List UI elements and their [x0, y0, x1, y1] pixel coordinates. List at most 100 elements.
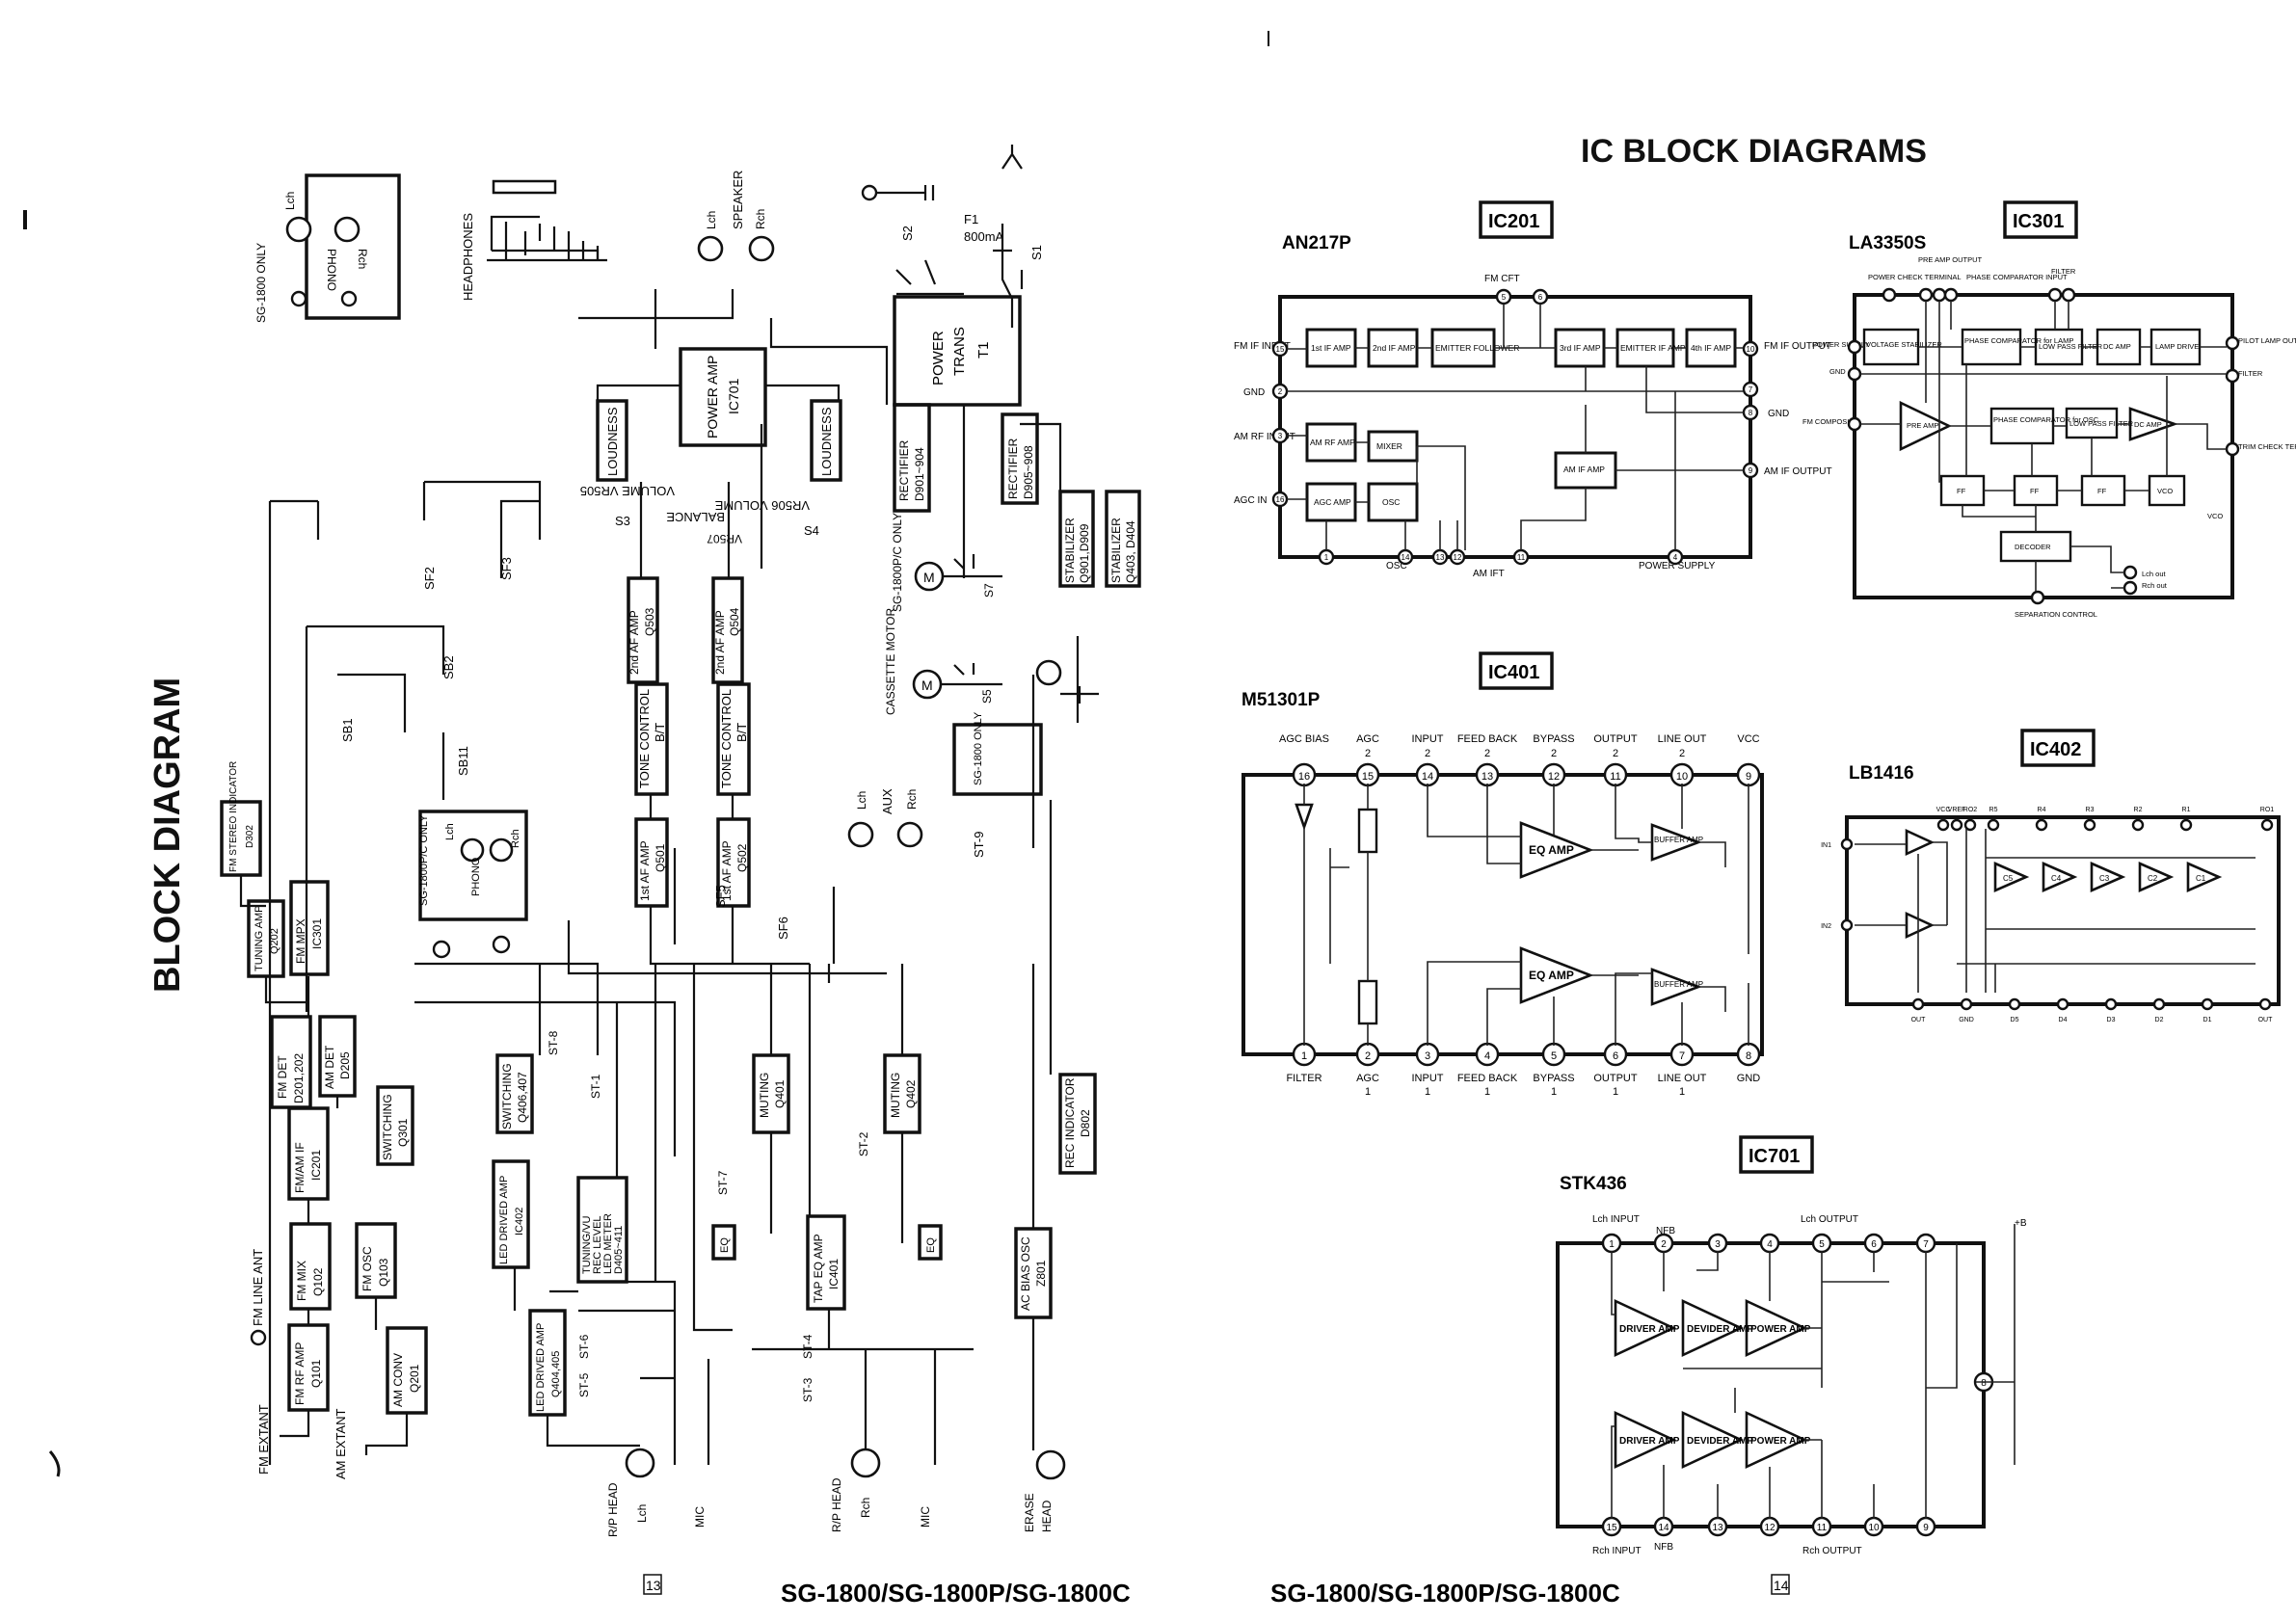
svg-text:OUTPUT: OUTPUT — [1593, 1073, 1638, 1084]
svg-text:REC INDICATOR: REC INDICATOR — [1063, 1077, 1077, 1168]
ic402-top-label: VREF — [1948, 807, 1966, 813]
svg-text:Q501: Q501 — [654, 843, 667, 872]
svg-text:10: 10 — [1747, 345, 1755, 354]
cassette-wheel — [1035, 659, 1062, 686]
svg-text:B/T: B/T — [653, 723, 667, 742]
svg-text:S4: S4 — [804, 523, 819, 538]
svg-text:C2: C2 — [2148, 874, 2158, 883]
svg-text:9: 9 — [1749, 466, 1753, 475]
ic402-bottom-label: D1 — [2203, 1017, 2212, 1023]
eq-l-block — [711, 1224, 736, 1261]
svg-text:TUNING/VU: TUNING/VU — [581, 1215, 593, 1274]
svg-text:6: 6 — [1613, 1050, 1618, 1062]
phono-box-sg1800pc: SG-1800P/C ONLY Lch PHONO Rch — [418, 810, 528, 959]
svg-text:11: 11 — [1517, 553, 1526, 562]
svg-text:FILTER: FILTER — [1286, 1073, 1322, 1084]
svg-text:SB1: SB1 — [340, 718, 355, 742]
svg-text:3: 3 — [1425, 1050, 1430, 1062]
svg-text:SF2: SF2 — [422, 567, 437, 590]
headphones-label: HEADPHONES — [461, 213, 475, 301]
svg-text:EQ AMP: EQ AMP — [1529, 843, 1574, 857]
svg-text:PRE AMP: PRE AMP — [1907, 421, 1938, 430]
svg-text:OSC: OSC — [1382, 497, 1400, 507]
ic402-bottom-label: GND — [1959, 1017, 1974, 1023]
svg-text:Q406,407: Q406,407 — [516, 1072, 529, 1123]
svg-text:RECTIFIER: RECTIFIER — [1006, 438, 1020, 499]
svg-text:2: 2 — [1365, 1050, 1371, 1062]
ic402-top-label: R1 — [2182, 807, 2191, 813]
svg-text:AGC AMP: AGC AMP — [1314, 497, 1351, 507]
svg-text:OUTPUT: OUTPUT — [1593, 733, 1638, 745]
ic402-comparator-C5: C5 — [1993, 862, 2030, 892]
mic-label-l: MIC — [693, 1506, 707, 1528]
svg-text:Q901,D909: Q901,D909 — [1078, 523, 1091, 583]
svg-text:2: 2 — [1278, 387, 1283, 396]
svg-text:2: 2 — [1365, 748, 1371, 759]
rp-head-r: R/P HEAD Rch — [830, 1448, 881, 1532]
led-drived-amp-1-block — [492, 1159, 530, 1269]
speaker-section: SPEAKER Lch Rch — [697, 171, 775, 262]
svg-text:T1: T1 — [975, 341, 992, 359]
switching-1-block — [376, 1085, 414, 1166]
svg-text:TRANS: TRANS — [951, 327, 968, 376]
svg-text:Z801: Z801 — [1034, 1260, 1048, 1287]
svg-text:GND: GND — [1737, 1073, 1761, 1084]
svg-text:2: 2 — [1551, 748, 1557, 759]
svg-text:ST-5: ST-5 — [577, 1372, 591, 1397]
svg-text:ST-7: ST-7 — [716, 1170, 730, 1195]
svg-text:POWER AMP: POWER AMP — [1750, 1324, 1811, 1335]
svg-text:AM IFT: AM IFT — [1473, 569, 1505, 579]
svg-text:Lch: Lch — [283, 192, 297, 210]
svg-text:D802: D802 — [1079, 1109, 1092, 1137]
motor-1: SG-1800P/C ONLY M S7 — [891, 513, 1002, 612]
phono-box-sg1800: SG-1800 ONLY Lch PHONO Rch — [254, 173, 401, 323]
svg-text:C4: C4 — [2051, 874, 2062, 883]
svg-text:FM DET: FM DET — [276, 1055, 289, 1099]
svg-text:Lch: Lch — [444, 823, 456, 840]
erase-head: ERASE HEAD — [1023, 1449, 1066, 1532]
svg-text:IC701: IC701 — [726, 378, 741, 414]
svg-text:POWER CHECK TERMINAL: POWER CHECK TERMINAL — [1868, 273, 1962, 281]
svg-text:LOUDNESS: LOUDNESS — [605, 407, 620, 476]
svg-text:2: 2 — [1613, 748, 1618, 759]
svg-text:AM RF INPUT: AM RF INPUT — [1234, 432, 1295, 442]
headphones-section: HEADPHONES — [461, 179, 607, 301]
ic402-top-label: VCC — [1936, 807, 1951, 813]
ic701-diagram: IC701 STK436 Lch INPUT NFB Lch OUTPUT +B… — [1556, 1135, 2027, 1556]
svg-text:VCO: VCO — [2157, 487, 2173, 495]
rectifier-1-block — [893, 403, 931, 513]
svg-text:11: 11 — [1817, 1523, 1828, 1533]
svg-text:PHONO: PHONO — [470, 857, 482, 896]
svg-text:Rch out: Rch out — [2142, 581, 2168, 590]
svg-text:12: 12 — [1548, 771, 1560, 783]
svg-text:PRE AMP OUTPUT: PRE AMP OUTPUT — [1918, 255, 1983, 264]
ic402-bottom-label: D4 — [2059, 1017, 2068, 1023]
loudness-l-block — [596, 399, 628, 482]
svg-text:LED DRIVED AMP: LED DRIVED AMP — [535, 1323, 547, 1412]
svg-text:Lch INPUT: Lch INPUT — [1592, 1214, 1640, 1225]
svg-text:Rch: Rch — [905, 789, 919, 810]
svg-text:13: 13 — [1436, 553, 1445, 562]
svg-text:SPEAKER: SPEAKER — [731, 171, 745, 229]
svg-text:9: 9 — [1923, 1523, 1929, 1533]
ic401-tag: IC401 — [1488, 662, 1539, 683]
svg-text:DEVIDER AMP: DEVIDER AMP — [1687, 1436, 1753, 1447]
svg-text:Q403, D404: Q403, D404 — [1124, 520, 1137, 583]
footer-model-right: SG-1800/SG-1800P/SG-1800C — [1270, 1579, 1620, 1608]
svg-text:VOLUME VR505: VOLUME VR505 — [580, 484, 675, 498]
svg-text:GND: GND — [1829, 367, 1846, 376]
svg-text:AM CONV: AM CONV — [391, 1353, 405, 1407]
svg-text:D201,202: D201,202 — [292, 1053, 306, 1103]
svg-text:VCC: VCC — [1737, 733, 1759, 745]
svg-text:F1: F1 — [964, 212, 978, 226]
svg-text:16: 16 — [1298, 771, 1310, 783]
svg-text:SF3: SF3 — [499, 557, 514, 580]
svg-text:DRIVER AMP: DRIVER AMP — [1619, 1324, 1680, 1335]
svg-text:BUFFER AMP: BUFFER AMP — [1654, 836, 1703, 844]
svg-text:DEVIDER AMP: DEVIDER AMP — [1687, 1324, 1753, 1335]
